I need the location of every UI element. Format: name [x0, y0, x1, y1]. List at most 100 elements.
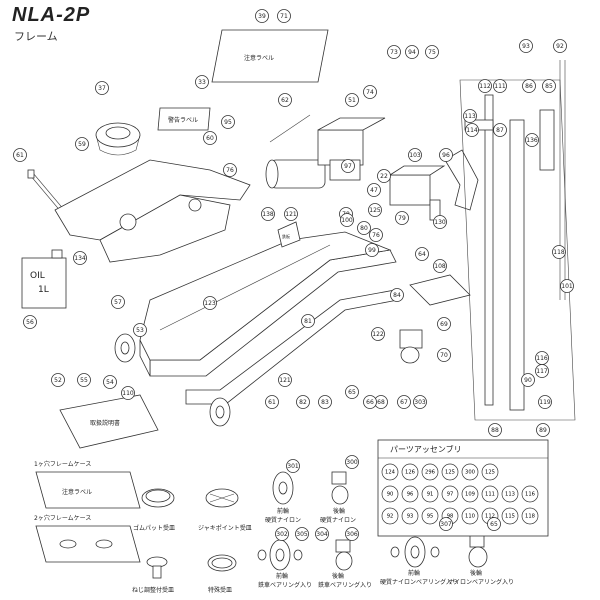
- svg-text:116: 116: [525, 492, 535, 498]
- svg-text:115: 115: [505, 514, 515, 520]
- rear-wheel-label-2: 後輪: [332, 572, 344, 580]
- callout-119: 119: [538, 395, 552, 409]
- callout-74: 74: [363, 85, 377, 99]
- callout-123: 123: [203, 296, 217, 310]
- callout-117: 117: [535, 364, 549, 378]
- page-subtitle: フレーム: [14, 30, 58, 43]
- rear-caster-nylon-bearing: [468, 534, 488, 568]
- callout-54: 54: [103, 375, 117, 389]
- callout-100: 100: [340, 213, 354, 227]
- front-wheel-nylon-bearing: [390, 536, 440, 568]
- assembly-item-124: 124: [381, 463, 399, 481]
- rear-caster: [399, 329, 423, 364]
- svg-text:118: 118: [553, 249, 565, 256]
- svg-text:86: 86: [525, 83, 533, 90]
- callout-138: 138: [261, 207, 275, 221]
- svg-text:76: 76: [372, 232, 380, 239]
- svg-text:22: 22: [380, 173, 388, 180]
- front-wheel-nylon: [272, 471, 294, 505]
- svg-text:88: 88: [491, 427, 499, 434]
- callout-85: 85: [542, 79, 556, 93]
- callout-121b: 121: [278, 373, 292, 387]
- svg-text:125: 125: [445, 470, 455, 476]
- svg-text:307: 307: [440, 521, 452, 528]
- svg-text:119: 119: [539, 399, 551, 406]
- svg-text:109: 109: [465, 492, 475, 498]
- callout-118: 118: [552, 245, 566, 259]
- callout-95: 95: [221, 115, 235, 129]
- saddle-cup: [95, 122, 141, 156]
- mid-plate: [409, 274, 471, 306]
- callout-71: 71: [277, 9, 291, 23]
- callout-76: 76: [223, 163, 237, 177]
- assembly-item-91: 91: [421, 485, 439, 503]
- svg-text:96: 96: [407, 492, 414, 498]
- callout-67: 67: [397, 395, 411, 409]
- svg-text:117: 117: [536, 368, 548, 375]
- svg-text:47: 47: [370, 187, 378, 194]
- rubber-pad-saddle: [141, 488, 175, 508]
- callout-84: 84: [390, 288, 404, 302]
- svg-text:124: 124: [385, 470, 396, 476]
- svg-text:39: 39: [258, 13, 266, 20]
- rear-wheel-label-3: 後輪: [470, 569, 482, 577]
- callout-125: 125: [368, 203, 382, 217]
- svg-text:60: 60: [206, 135, 214, 142]
- callout-73: 73: [387, 45, 401, 59]
- svg-text:71: 71: [280, 13, 288, 20]
- callout-111: 111: [493, 79, 507, 93]
- front-wheel-upper: [114, 333, 136, 363]
- callout-303: 303: [413, 395, 427, 409]
- release-rod: [27, 169, 66, 214]
- main-frame: [139, 231, 399, 405]
- svg-text:101: 101: [561, 283, 573, 290]
- svg-text:130: 130: [434, 219, 446, 226]
- svg-text:134: 134: [74, 255, 86, 262]
- svg-text:37: 37: [98, 85, 106, 92]
- callout-51: 51: [345, 93, 359, 107]
- callout-136: 136: [525, 133, 539, 147]
- svg-text:125: 125: [369, 207, 381, 214]
- assembly-item-111: 111: [481, 485, 499, 503]
- svg-text:95: 95: [427, 514, 434, 520]
- svg-text:305: 305: [296, 531, 308, 538]
- svg-text:57: 57: [114, 299, 122, 306]
- svg-text:118: 118: [525, 514, 535, 520]
- assembly-item-97: 97: [441, 485, 459, 503]
- callout-307: 307: [439, 517, 453, 531]
- svg-text:97: 97: [344, 163, 352, 170]
- callout-56: 56: [23, 315, 37, 329]
- svg-text:65: 65: [490, 521, 498, 528]
- callout-65: 65: [345, 385, 359, 399]
- callout-302: 302: [275, 527, 289, 541]
- callout-75: 75: [425, 45, 439, 59]
- special-saddle: [207, 554, 237, 572]
- rear-wheel-label-1: 後輪: [333, 507, 345, 515]
- svg-text:81: 81: [304, 318, 312, 325]
- svg-text:126: 126: [405, 470, 415, 476]
- assembly-item-116: 116: [521, 485, 539, 503]
- callout-90: 90: [521, 373, 535, 387]
- warning-label-sheet: 警告ラベル: [157, 107, 211, 131]
- svg-text:90: 90: [387, 492, 394, 498]
- callout-87: 87: [493, 123, 507, 137]
- callout-103: 103: [408, 148, 422, 162]
- callout-86: 86: [522, 79, 536, 93]
- svg-text:73: 73: [390, 49, 398, 56]
- lift-arm: [54, 159, 251, 263]
- svg-text:100: 100: [341, 217, 353, 224]
- svg-text:93: 93: [522, 43, 530, 50]
- pump-body: [265, 117, 386, 189]
- spring-rod: [269, 114, 311, 143]
- oil-label-1: OIL: [30, 271, 45, 281]
- svg-text:90: 90: [524, 377, 532, 384]
- assembly-item-110: 110: [461, 507, 479, 525]
- oil-can: OIL 1L: [21, 249, 67, 309]
- svg-text:64: 64: [418, 251, 426, 258]
- callout-122: 122: [371, 327, 385, 341]
- callout-61b: 61: [265, 395, 279, 409]
- svg-text:87: 87: [496, 127, 504, 134]
- callout-22: 22: [377, 169, 391, 183]
- svg-text:108: 108: [434, 263, 446, 270]
